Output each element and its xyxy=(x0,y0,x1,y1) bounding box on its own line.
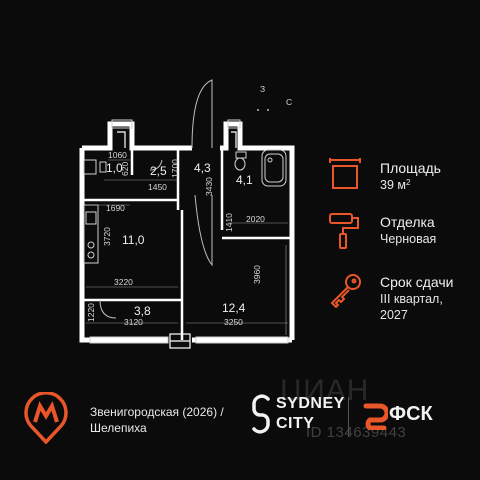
metro-line1: Звенигородская (2026) / xyxy=(90,405,224,419)
area-unit-sup: 2 xyxy=(405,178,411,187)
dim-1700: 1700 xyxy=(170,159,180,178)
dim-3430: 3430 xyxy=(204,177,214,196)
floor-plan: З С 1,0 2,5 4,3 4,1 11,0 3,8 12,4 1060 1… xyxy=(79,79,295,349)
deadline-label: Срок сдачи xyxy=(380,274,454,290)
area-wc: 2,5 xyxy=(150,164,167,178)
listing-id-watermark: ID 134639443 xyxy=(306,424,407,441)
area-kitchen: 11,0 xyxy=(122,233,145,247)
dim-3960: 3960 xyxy=(252,265,262,284)
area-wardrobe: 1,0 xyxy=(106,161,123,175)
dim-1410: 1410 xyxy=(224,213,234,232)
metro-line2: Шелепиха xyxy=(90,421,147,435)
finish-label: Отделка xyxy=(380,214,435,230)
sydney-line1: SYDNEY xyxy=(276,395,345,412)
fsk-mark-icon xyxy=(363,403,390,431)
area-balcony: 3,8 xyxy=(134,304,151,318)
logo-divider xyxy=(348,397,349,437)
fsk-logo: ФСК xyxy=(362,400,433,435)
metro-icon xyxy=(24,392,68,444)
dim-3250: 3250 xyxy=(224,317,243,327)
area-label: Площадь xyxy=(380,160,441,176)
deadline-line1: III квартал, xyxy=(380,292,443,306)
dim-1690: 1690 xyxy=(106,203,125,213)
area-room: 12,4 xyxy=(222,301,246,315)
finish-value: Черновая xyxy=(380,232,437,246)
compass-label-s: С xyxy=(286,97,292,107)
dim-1220: 1220 xyxy=(86,303,96,322)
area-bath: 4,1 xyxy=(236,173,253,187)
dim-3720: 3720 xyxy=(102,227,112,246)
dim-1060: 1060 xyxy=(108,150,127,160)
dim-620: 620 xyxy=(120,162,130,176)
dim-3220: 3220 xyxy=(114,277,133,287)
sydney-line2: CITY xyxy=(276,415,315,432)
key-icon xyxy=(330,274,361,308)
area-value: 39 м xyxy=(380,178,406,192)
deadline-line2: 2027 xyxy=(380,308,408,322)
cian-watermark: ЦИАН xyxy=(280,374,370,407)
area-hall: 4,3 xyxy=(194,161,211,175)
dim-3120: 3120 xyxy=(124,317,143,327)
fsk-text: ФСК xyxy=(389,403,433,425)
dim-1450: 1450 xyxy=(148,182,167,192)
area-icon xyxy=(329,158,361,189)
dim-2020: 2020 xyxy=(246,214,265,224)
compass-label: З xyxy=(260,84,265,94)
sydney-city-logo: SYDNEY CITY xyxy=(248,393,344,440)
paint-roller-icon xyxy=(329,213,359,249)
sydney-s-icon xyxy=(252,394,270,434)
